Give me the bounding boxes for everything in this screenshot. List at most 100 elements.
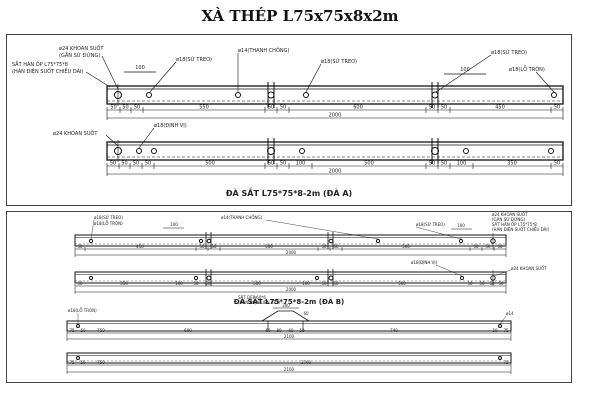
segment-dim: 50	[479, 281, 485, 286]
hole-18-icon	[151, 148, 157, 154]
callout-plate: SẮT HÀN ỐP L75*75*8	[492, 222, 537, 227]
hole-18-icon	[88, 238, 94, 244]
hole-24-icon	[267, 147, 275, 155]
callout-plate: SẮT HÀN ỐP L75*75*8	[12, 60, 68, 68]
segment-dim: 50	[211, 244, 217, 249]
bar-b1-body	[74, 234, 507, 247]
hole-18-icon	[303, 92, 309, 98]
callout-plate: SẮT DẸP 60*6	[238, 295, 266, 300]
total-dim: 2100	[284, 367, 295, 372]
segment-dim: 60	[288, 328, 294, 333]
callout-hole-18-locate: ø18(ĐỊNH VỊ)	[411, 260, 438, 265]
hole-14-icon	[235, 92, 241, 98]
segment-dim: 500	[402, 244, 410, 249]
hole-24-icon	[431, 147, 439, 155]
segment-dim: 50	[441, 161, 447, 167]
callout-hole-18-round: ø18(LỖ TRÒN)	[94, 221, 123, 226]
hole-18-icon	[76, 324, 80, 328]
hole-18-icon	[431, 91, 439, 99]
segment-dim: 750	[97, 360, 105, 365]
hole-18-icon	[88, 275, 94, 281]
callout-hole-18: ø18(SỨ TREO)	[416, 222, 445, 227]
welded-plate	[261, 310, 310, 322]
segment-dim: 500	[364, 161, 374, 167]
segment-dim: 50	[333, 244, 339, 249]
bar-a2-body	[106, 141, 564, 161]
callout-hole-18-locate: ø18(ĐỊNH VỊ)	[154, 123, 187, 129]
total-dim: 2000	[286, 287, 297, 292]
segment-dim: 50	[268, 161, 274, 167]
segment-dim: 100	[175, 281, 183, 286]
segment-dim: 50	[145, 161, 151, 167]
callout-hole-18: ø18(SỨ TREO)	[321, 58, 357, 65]
callout-plate-sub: (HÀN ĐIỆN SUỐT CHIỀU DÀI)	[492, 227, 550, 232]
page-title: XÀ THÉP L75x75x8x2m	[201, 7, 399, 25]
hole-18-icon	[463, 148, 469, 154]
segment-dim: 50	[485, 244, 491, 249]
segment-dim: 500	[265, 244, 273, 249]
segment-dim: 50	[554, 105, 560, 111]
segment-dim: 50	[193, 281, 199, 286]
segment-dim: 50	[80, 360, 86, 365]
segment-dim: 1700	[301, 360, 312, 365]
callout-hole-14: ø14(THANH CHỐNG)	[238, 46, 289, 54]
segment-dim: 75	[503, 328, 509, 333]
segment-dim: 50	[280, 161, 286, 167]
segment-dim: 600	[184, 328, 192, 333]
segment-dim: 350	[507, 161, 517, 167]
segment-dim: 500	[398, 281, 406, 286]
hole-18-icon	[299, 148, 305, 154]
segment-dim: 50	[299, 328, 305, 333]
dim-label: 100	[170, 222, 178, 227]
callout-hole-24: ø24 KHOAN SUỐT	[53, 129, 98, 137]
hole-18-icon	[328, 238, 334, 244]
hole-18-icon	[267, 91, 275, 99]
hole-18-icon	[458, 238, 464, 244]
segment-dim: 450	[136, 244, 144, 249]
segment-dim: 75	[69, 360, 75, 365]
total-dim: 2000	[286, 250, 297, 255]
dim-label: 100	[457, 223, 465, 228]
segment-dim: 50	[280, 105, 286, 111]
callout-hole-14: ø14	[506, 311, 514, 316]
segment-dim: 50	[77, 244, 83, 249]
segment-dim: 50	[321, 244, 327, 249]
callout-hole-18: ø18(SỨ TREO)	[176, 56, 212, 63]
hole-18-icon	[146, 92, 152, 98]
bar-b4: 75 50 750 1700 75 2100	[66, 352, 512, 374]
hole-18-icon	[136, 148, 142, 154]
hole-18-icon	[193, 275, 199, 281]
drawing-part-b: 100 100 ø18(SỨ TREO) ø18(LỖ TRÒN) ø14(TH…	[6, 211, 572, 383]
bar-a1: 100 100 ø24 KHOAN SUỐT (GẮN SỨ ĐỨNG) SẮT…	[12, 44, 564, 120]
segment-dim: 50	[492, 328, 498, 333]
callout-hole-24: ø24 KHOAN SUỐT	[59, 44, 104, 52]
segment-dim: 50	[121, 161, 127, 167]
caption-part-b: ĐÀ SẮT L75*75*8-2m (ĐÀ B)	[234, 296, 345, 306]
bar-b2: ø18(ĐỊNH VỊ) ø24 KHOAN SUỐT 50 350 100 5…	[74, 260, 547, 294]
segment-dim: 550	[199, 105, 209, 111]
segment-dim: 50	[134, 105, 140, 111]
callout-hole-18: ø18(SỨ TREO)	[94, 215, 123, 220]
callout-plate-sub: (HÀN ĐIỆN SUỐT CHIỀU DÀI)	[12, 67, 84, 75]
hole-18-icon	[76, 356, 80, 360]
caption-part-a: ĐÀ SẮT L75*75*8-2m (ĐÀ A)	[226, 186, 352, 198]
frame-a	[6, 34, 572, 206]
segment-dim: 600	[353, 105, 363, 111]
segment-dim: 350	[120, 281, 128, 286]
segment-dim: 500	[205, 161, 215, 167]
segment-dim: 740	[390, 328, 398, 333]
segment-dim: 450	[495, 105, 505, 111]
segment-dim: 50	[429, 105, 435, 111]
segment-dim: 50	[133, 161, 139, 167]
callout-hole-24: ø24 KHOAN SUỐT	[492, 212, 528, 217]
segment-dim: 50	[554, 161, 560, 167]
segment-dim: 50	[110, 105, 116, 111]
segment-dim: 100	[457, 161, 467, 167]
callout-plate-sub: (HÀN ĐIỆN LIÊN KẾT)	[238, 299, 280, 305]
dim-label: 100	[460, 67, 470, 73]
callout-hole-18: ø18(SỨ TREO)	[491, 49, 527, 56]
callout-hole-18-round: ø18(LỖ TRÒN)	[68, 308, 97, 313]
segment-dim: 50	[205, 281, 211, 286]
segment-dim: 50	[441, 105, 447, 111]
total-dim: 2000	[329, 169, 342, 175]
